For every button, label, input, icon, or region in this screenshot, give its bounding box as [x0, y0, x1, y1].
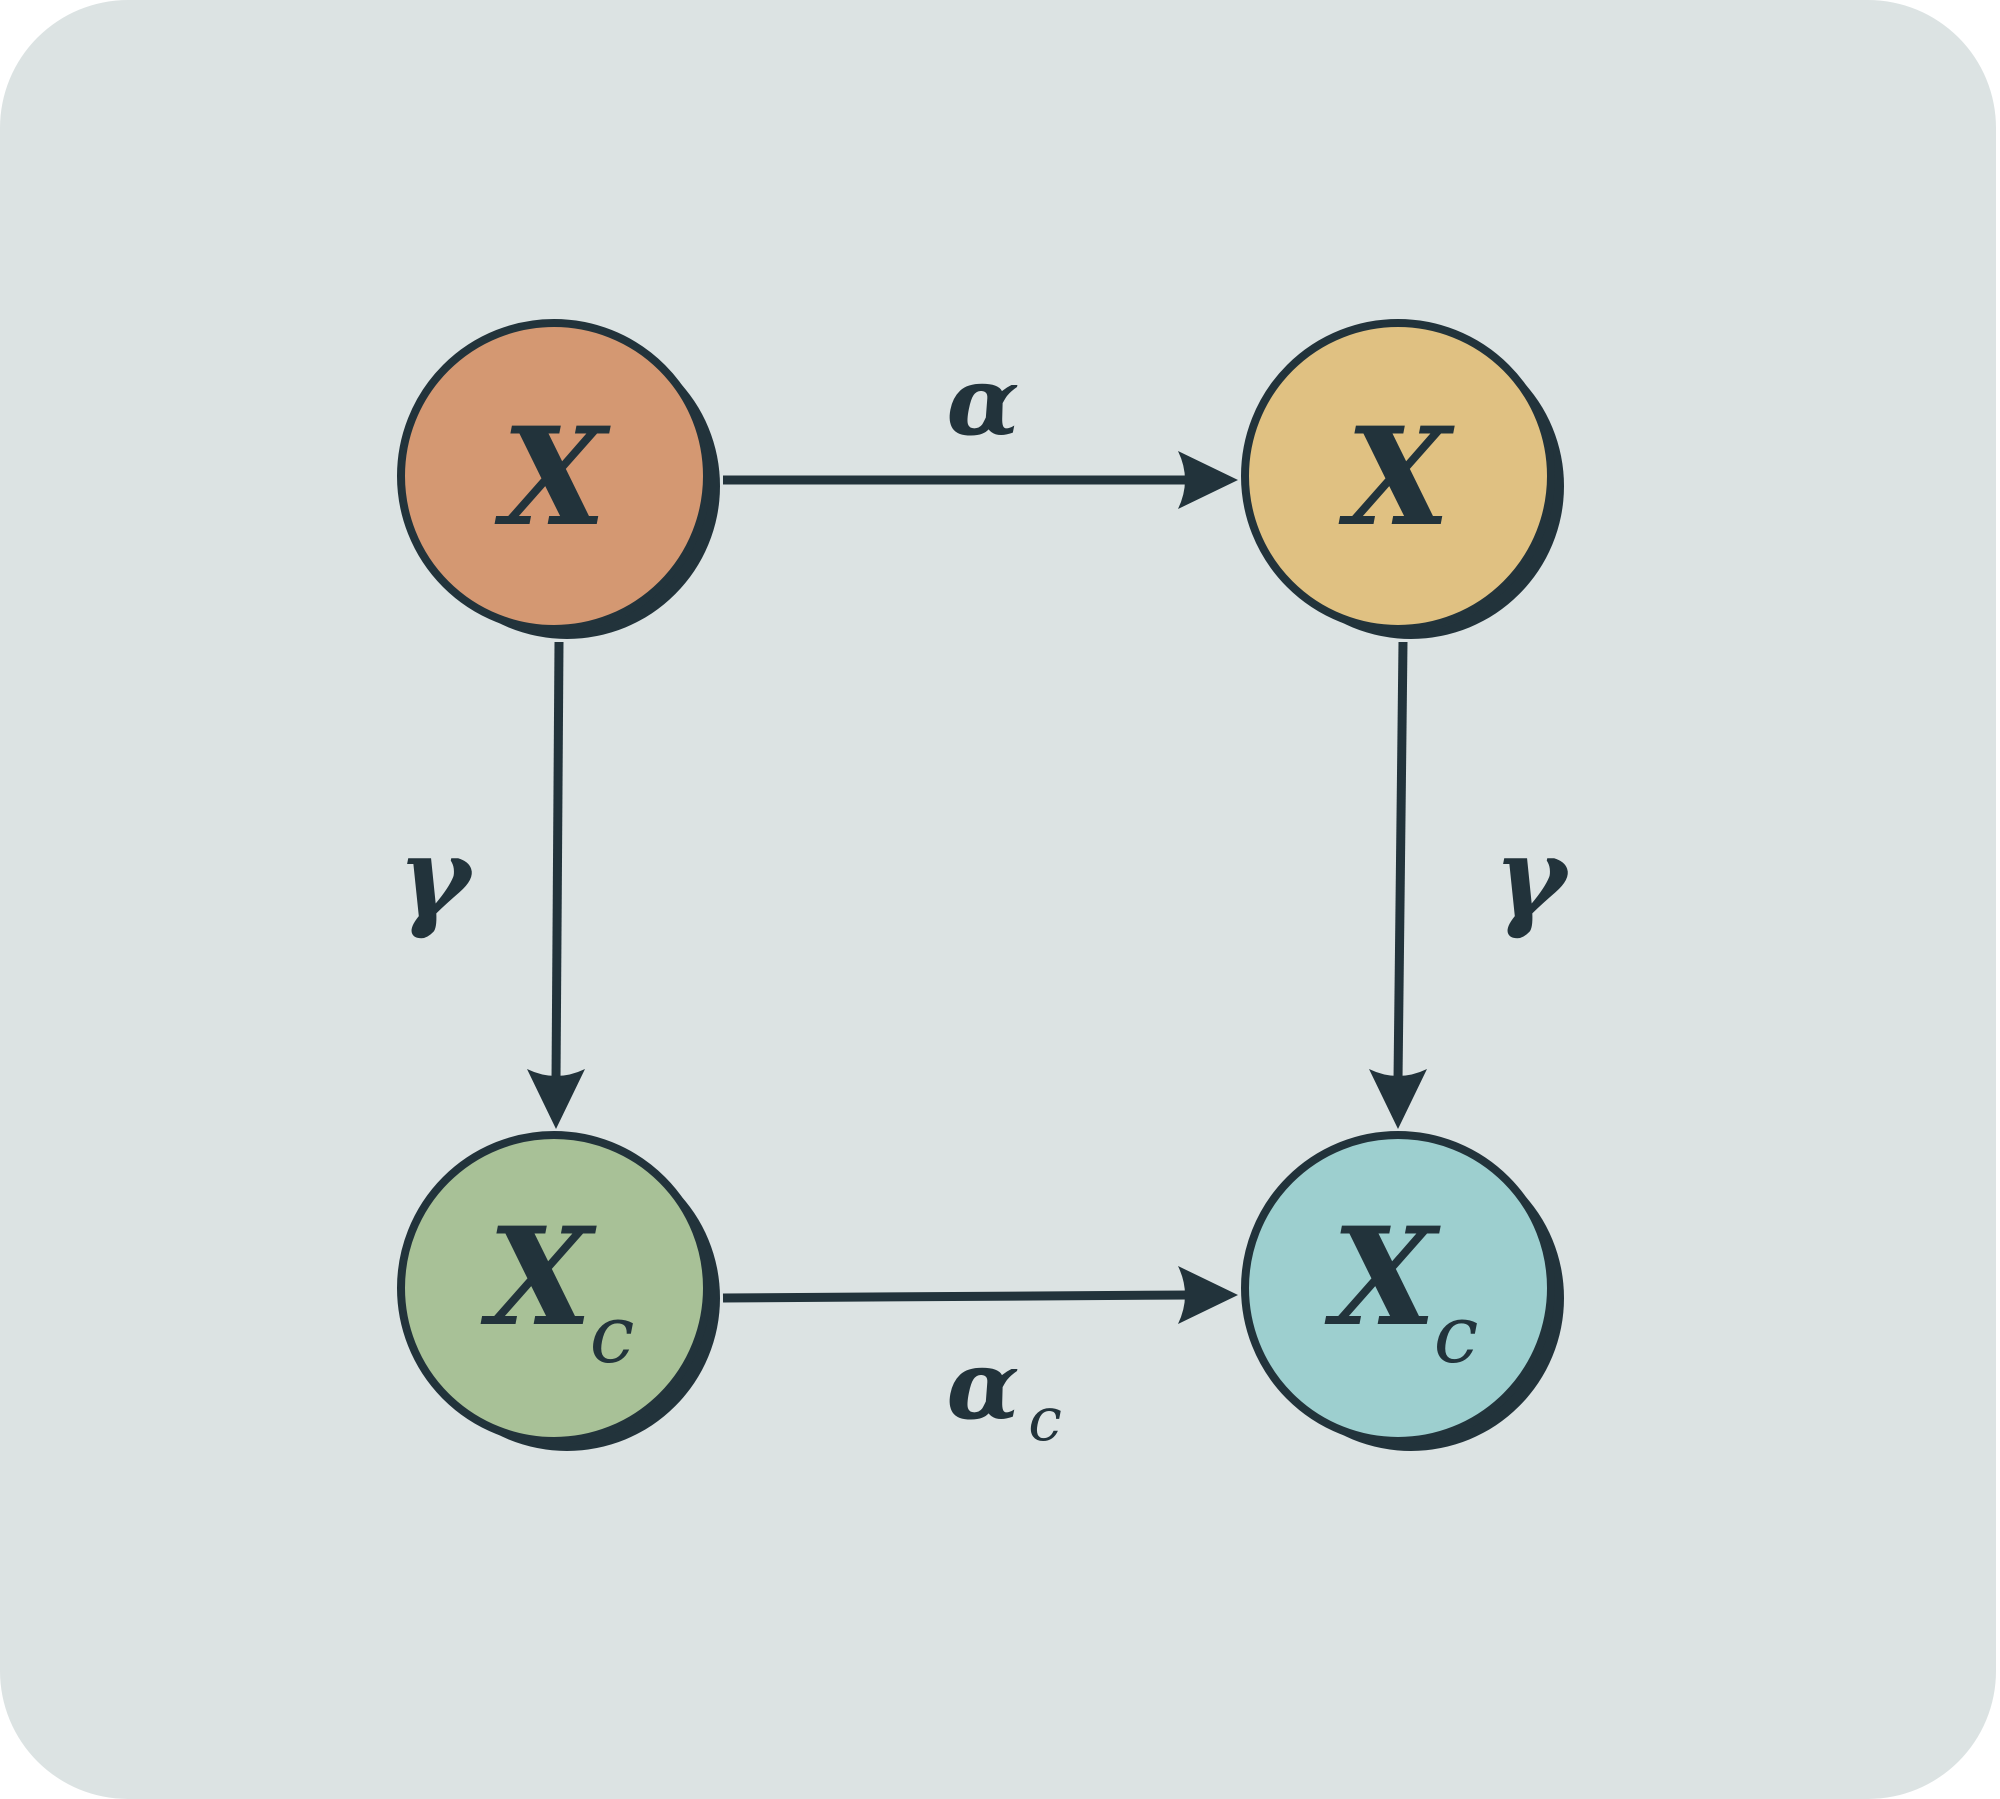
edge-label-alpha: α: [946, 346, 1019, 457]
edge-label-alpha-c: α: [946, 1330, 1019, 1441]
node-label: X: [1324, 1197, 1442, 1356]
arrowhead-icon: [1369, 1069, 1427, 1129]
node-label: X: [480, 1197, 598, 1356]
edge-alpha-top: [723, 451, 1238, 509]
node-bottom-right: X c: [1241, 1131, 1564, 1451]
node-subscript: c: [590, 1288, 635, 1381]
edge-label-subscript: c: [1028, 1385, 1062, 1455]
arrowhead-icon: [1178, 1266, 1238, 1324]
edge-label-gamma-right: γ: [1494, 812, 1571, 941]
node-subscript: c: [1434, 1288, 1479, 1381]
arrowhead-icon: [1178, 451, 1238, 509]
node-bottom-left: X c: [397, 1131, 720, 1451]
node-label: X: [1338, 397, 1456, 556]
node-top-right: X: [1241, 319, 1564, 639]
node-top-left: X: [397, 319, 720, 639]
edge-gamma-right: [1369, 641, 1427, 1129]
arrowhead-icon: [527, 1069, 585, 1129]
node-label: X: [494, 397, 612, 556]
edge-label-gamma-left: γ: [398, 812, 475, 941]
edge-gamma-left: [527, 641, 585, 1129]
edge-alpha-c-bottom: [722, 1266, 1238, 1324]
